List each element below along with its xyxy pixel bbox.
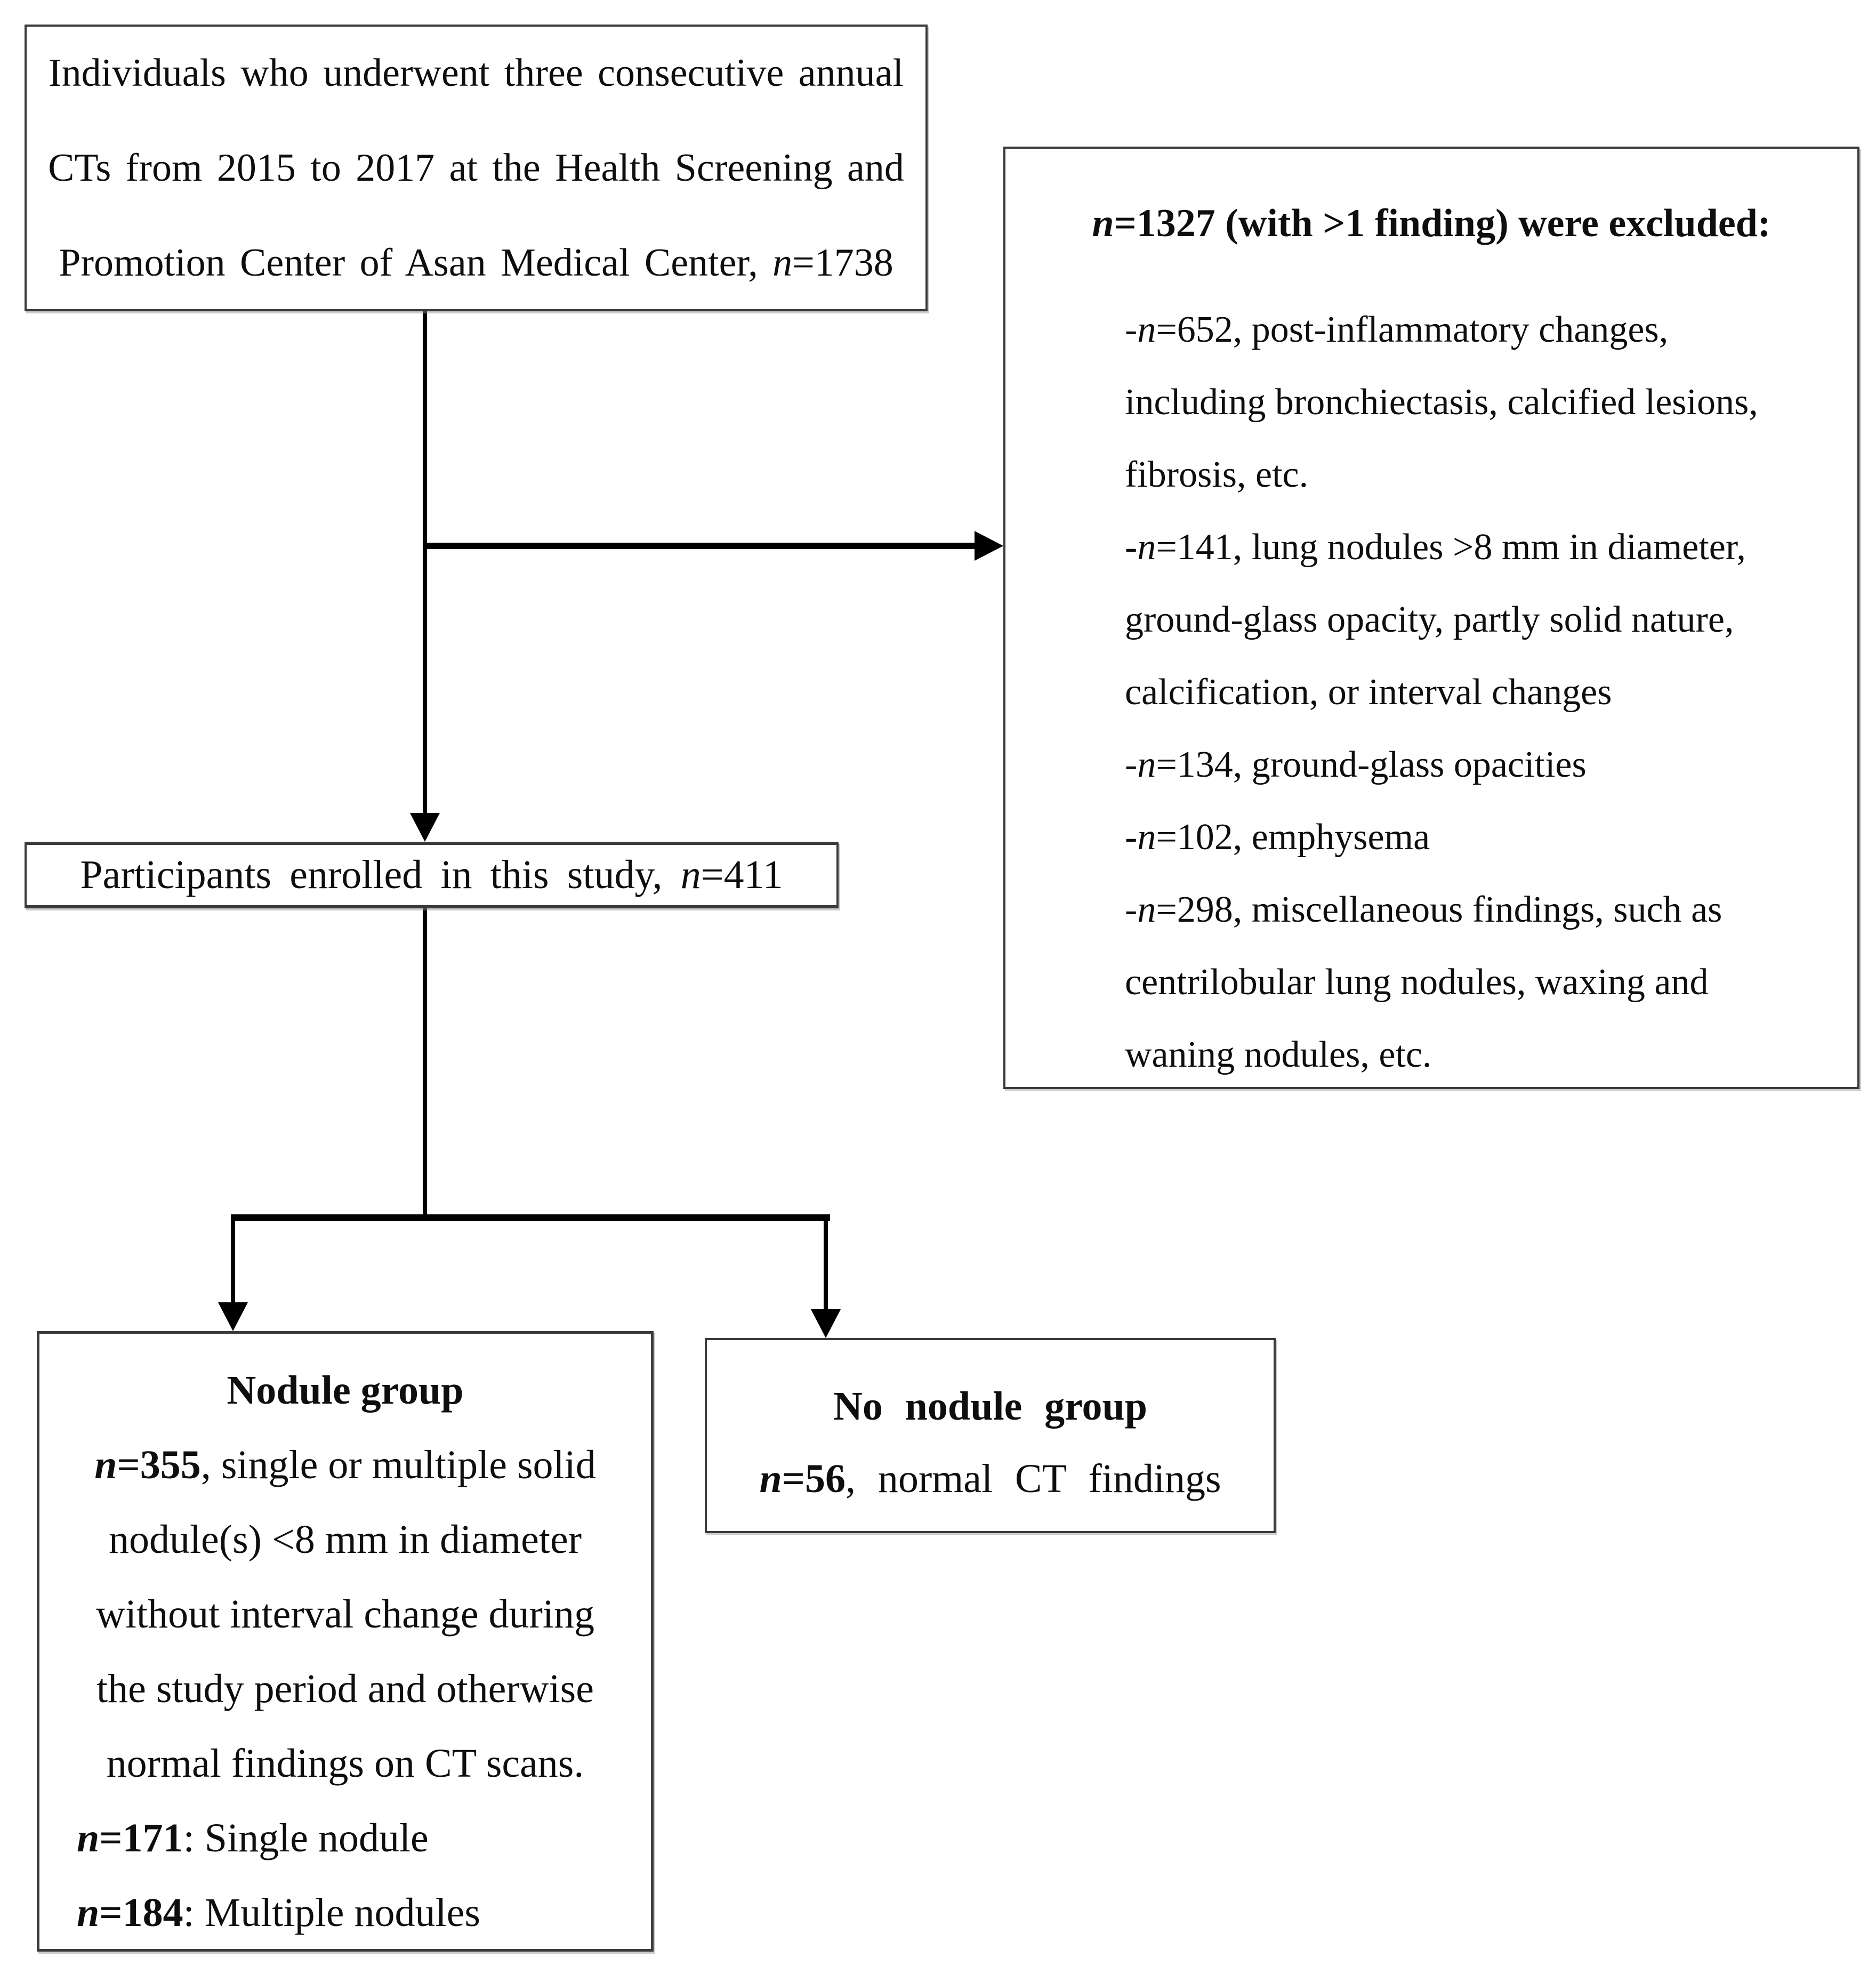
text-segment: n [1092, 202, 1114, 245]
text-segment: =171 [99, 1816, 183, 1860]
text-segment: Promotion Center of Asan Medical Center, [59, 241, 773, 285]
text-segment: n [1137, 744, 1156, 785]
excluded-item-line: ground-glass opacity, partly solid natur… [1125, 584, 1841, 656]
connector-split-to-no-nodule [824, 1218, 828, 1311]
text-segment: waning nodules, etc. [1125, 1034, 1432, 1075]
text-segment: n [77, 1816, 100, 1860]
connector-to-excluded [425, 543, 976, 549]
excluded-items: -n=652, post-inflammatory changes, inclu… [1005, 294, 1857, 1091]
nodule-body-line: n=355, single or multiple solid [39, 1428, 651, 1502]
text-segment: =184 [99, 1890, 183, 1935]
text-segment: n [772, 241, 793, 285]
excluded-item-line: -n=102, emphysema [1125, 801, 1841, 874]
text-segment: =1738 [792, 241, 893, 285]
text-segment: =411 [701, 852, 783, 897]
text-segment: : Multiple nodules [183, 1890, 480, 1935]
text-segment: =652, post-inflammatory changes, [1156, 309, 1669, 350]
text-segment: Nodule group [227, 1368, 464, 1413]
nodule-group-box: Nodule group n=355, single or multiple s… [37, 1331, 654, 1952]
text-segment: n [94, 1443, 117, 1487]
text-segment: n [1137, 309, 1156, 350]
text-segment: : Single nodule [183, 1816, 429, 1860]
text-segment: n [1137, 817, 1156, 858]
text-segment: n [759, 1456, 782, 1501]
excluded-box: n=1327 (with >1 finding) were excluded: … [1003, 147, 1859, 1089]
text-segment: =134, ground-glass opacities [1156, 744, 1587, 785]
excluded-item-line: waning nodules, etc. [1125, 1019, 1841, 1091]
text-segment: =355 [117, 1443, 201, 1487]
text-segment: centrilobular lung nodules, waxing and [1125, 962, 1709, 1003]
excluded-item-line: including bronchiectasis, calcified lesi… [1125, 366, 1841, 439]
text-segment: Participants enrolled in this study, [80, 852, 681, 897]
no-nodule-group-box: No nodule group n=56, normal CT findings [705, 1338, 1276, 1533]
arrowhead-down-icon [218, 1302, 248, 1331]
text-segment: - [1125, 527, 1138, 568]
text-segment: n [77, 1890, 100, 1935]
no-nodule-title: No nodule group [707, 1370, 1274, 1443]
text-segment: , single or multiple solid [200, 1443, 596, 1487]
no-nodule-body-line: n=56, normal CT findings [707, 1443, 1274, 1515]
eligible-population-box: Individuals who underwent three consecut… [25, 25, 928, 311]
nodule-group-title: Nodule group [39, 1353, 651, 1428]
arrowhead-down-icon [410, 813, 440, 842]
text-segment: the study period and otherwise [96, 1666, 594, 1711]
text-segment: n [1137, 527, 1156, 568]
nodule-stat-multiple: n=184: Multiple nodules [39, 1875, 651, 1950]
excluded-item-line: -n=652, post-inflammatory changes, [1125, 294, 1841, 366]
connector-split-bar [231, 1214, 830, 1221]
text-segment: including bronchiectasis, calcified lesi… [1125, 382, 1758, 423]
nodule-body-line: normal findings on CT scans. [39, 1726, 651, 1801]
connector-split-to-nodule [231, 1218, 235, 1306]
text-segment: =1327 (with >1 finding) were excluded: [1114, 202, 1771, 245]
text-segment: No nodule group [833, 1384, 1148, 1429]
nodule-body-line: the study period and otherwise [39, 1651, 651, 1726]
arrowhead-right-icon [975, 531, 1003, 561]
text-segment: n [680, 852, 701, 897]
eligible-line-2: CTs from 2015 to 2017 at the Health Scre… [37, 120, 915, 215]
connector-enrolled-to-split [423, 908, 427, 1219]
text-segment: Individuals who underwent three consecut… [48, 51, 904, 95]
text-segment: =298, miscellaneous findings, such as [1156, 889, 1722, 930]
eligible-line-1: Individuals who underwent three consecut… [37, 26, 915, 120]
text-segment: calcification, or interval changes [1125, 672, 1612, 713]
nodule-stat-single: n=171: Single nodule [39, 1801, 651, 1875]
text-segment: without interval change during [96, 1592, 594, 1637]
text-segment: n [1137, 889, 1156, 930]
nodule-body-line: nodule(s) <8 mm in diameter [39, 1502, 651, 1577]
text-segment: nodule(s) <8 mm in diameter [108, 1517, 582, 1562]
text-segment: normal findings on CT scans. [106, 1741, 584, 1786]
text-segment: CTs from 2015 to 2017 at the Health Scre… [48, 146, 904, 190]
text-segment: - [1125, 309, 1138, 350]
excluded-item-line: -n=141, lung nodules >8 mm in diameter, [1125, 511, 1841, 584]
excluded-item-line: fibrosis, etc. [1125, 439, 1841, 511]
text-segment: - [1125, 817, 1138, 858]
enrolled-line: Participants enrolled in this study, n=4… [80, 852, 783, 898]
text-segment: =141, lung nodules >8 mm in diameter, [1156, 527, 1746, 568]
excluded-item-line: centrilobular lung nodules, waxing and [1125, 946, 1841, 1019]
excluded-item-line: -n=134, ground-glass opacities [1125, 729, 1841, 801]
eligible-line-3: Promotion Center of Asan Medical Center,… [37, 215, 915, 310]
excluded-title: n=1327 (with >1 finding) were excluded: [1005, 194, 1857, 253]
text-segment: - [1125, 889, 1138, 930]
excluded-item-line: -n=298, miscellaneous findings, such as [1125, 874, 1841, 946]
text-segment: fibrosis, etc. [1125, 454, 1309, 495]
connector-eligible-to-enrolled [423, 311, 427, 817]
nodule-body-line: without interval change during [39, 1577, 651, 1651]
excluded-item-line: calcification, or interval changes [1125, 656, 1841, 729]
text-segment: ground-glass opacity, partly solid natur… [1125, 599, 1734, 640]
enrolled-box: Participants enrolled in this study, n=4… [25, 842, 839, 908]
text-segment: =56 [782, 1456, 846, 1501]
text-segment: - [1125, 744, 1138, 785]
text-segment: =102, emphysema [1156, 817, 1430, 858]
text-segment: , normal CT findings [846, 1456, 1221, 1501]
arrowhead-down-icon [811, 1309, 841, 1338]
